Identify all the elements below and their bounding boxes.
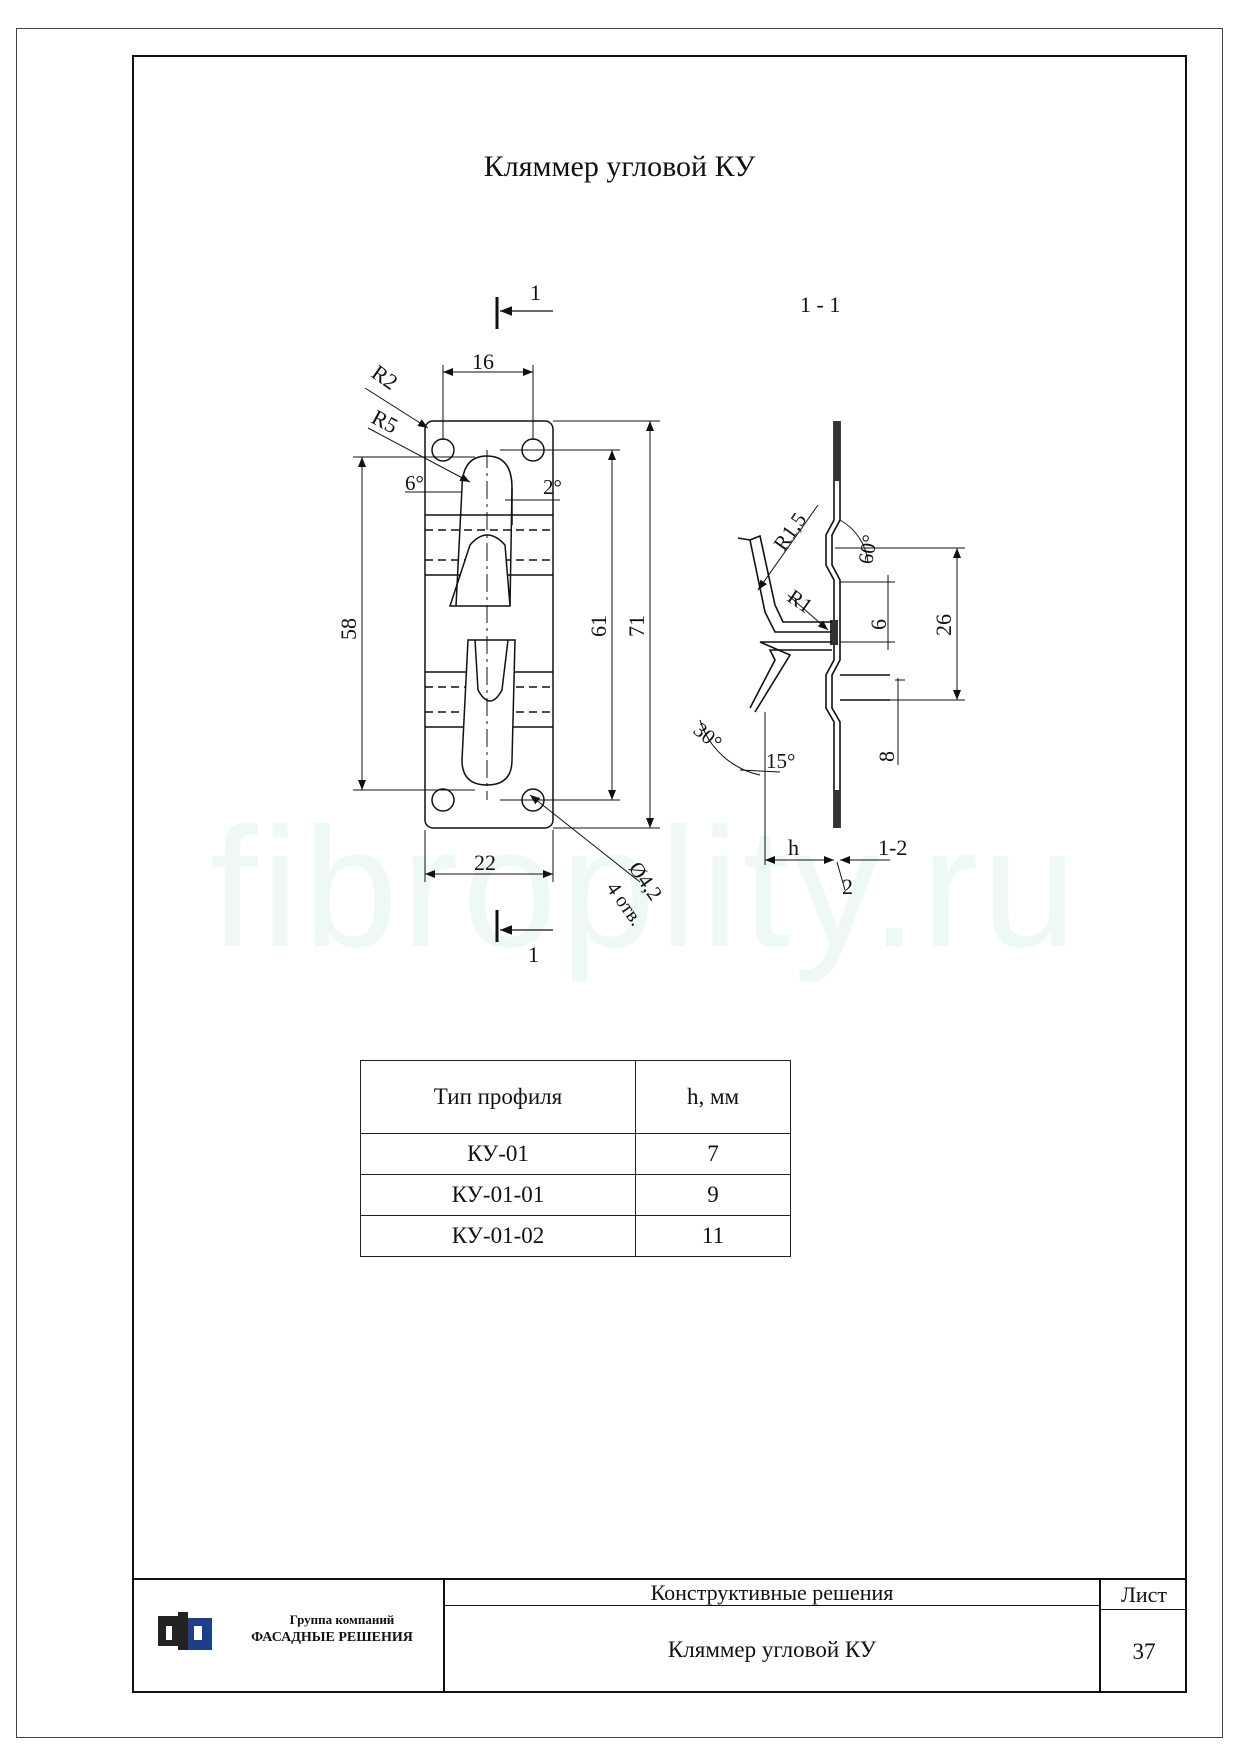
angle-15: 15° (766, 749, 795, 773)
cell-profile: КУ-01-01 (360, 1174, 636, 1216)
company-line2: ФАСАДНЫЕ РЕШЕНИЯ (251, 1630, 413, 1645)
profile-spec-table: Тип профиля h, мм КУ-01 7 КУ-01-01 9 КУ-… (360, 1060, 791, 1257)
side-view (737, 421, 890, 828)
section-mark-top (495, 297, 553, 329)
dim-22: 22 (474, 850, 496, 875)
radius-r2: R2 (367, 360, 402, 395)
dim-6: 6 (866, 619, 891, 630)
page-title: Кляммер угловой КУ (483, 150, 756, 183)
outer-border (16, 28, 1223, 1738)
dim-61: 61 (586, 615, 611, 637)
company-logo-icon (158, 1612, 212, 1650)
dim-16: 16 (472, 349, 494, 374)
section-view-label: 1 - 1 (800, 292, 840, 317)
cell-h: 7 (635, 1133, 791, 1175)
sheet-name: Кляммер угловой КУ (667, 1637, 877, 1662)
dim-8: 8 (874, 751, 899, 762)
cell-profile: КУ-01-02 (360, 1215, 636, 1257)
section-mark-bottom-label: 1 (528, 942, 539, 967)
sheet-number: 37 (1099, 1610, 1187, 1693)
cell-h: 9 (635, 1174, 791, 1216)
cell-profile: КУ-01 (360, 1133, 636, 1175)
table-row: КУ-01-02 11 (360, 1215, 791, 1257)
angle-6: 6° (405, 471, 424, 495)
table-row: КУ-01 7 (360, 1133, 791, 1175)
angle-60: 60° (853, 533, 882, 566)
company-logo-block: Группа компаний ФАСАДНЫЕ РЕШЕНИЯ (132, 1578, 445, 1693)
cell-h: 11 (635, 1215, 791, 1257)
section-title: Конструктивные решения (445, 1578, 1099, 1606)
dim-71: 71 (624, 615, 649, 637)
dim-2: 2 (842, 874, 853, 899)
dim-1-2: 1-2 (878, 835, 907, 860)
drawing-frame (132, 55, 1187, 1693)
front-view-dimensions (353, 365, 660, 883)
radius-r15: R1,5 (768, 508, 811, 555)
sheet-label: Лист (1099, 1578, 1187, 1610)
angle-30: 30° (689, 717, 727, 754)
section-mark-top-label: 1 (530, 280, 541, 305)
table-header-row: Тип профиля h, мм (360, 1060, 791, 1134)
dim-58: 58 (336, 618, 361, 640)
radius-r1: R1 (783, 584, 817, 618)
company-line1: Группа компаний (289, 1612, 395, 1627)
header-profile-type: Тип профиля (360, 1060, 636, 1134)
title-block: Группа компаний ФАСАДНЫЕ РЕШЕНИЯ Констру… (132, 1578, 1187, 1693)
radius-r5: R5 (368, 404, 402, 438)
section-mark-bottom (495, 910, 553, 942)
header-h-mm: h, мм (635, 1060, 791, 1134)
front-view (424, 420, 554, 829)
angle-2: 2° (543, 475, 562, 499)
table-row: КУ-01-01 9 (360, 1174, 791, 1216)
dim-26: 26 (931, 614, 956, 636)
dim-h: h (788, 835, 799, 860)
watermark: fibroplity.ru (210, 793, 1081, 983)
side-view-dimensions (699, 504, 965, 891)
